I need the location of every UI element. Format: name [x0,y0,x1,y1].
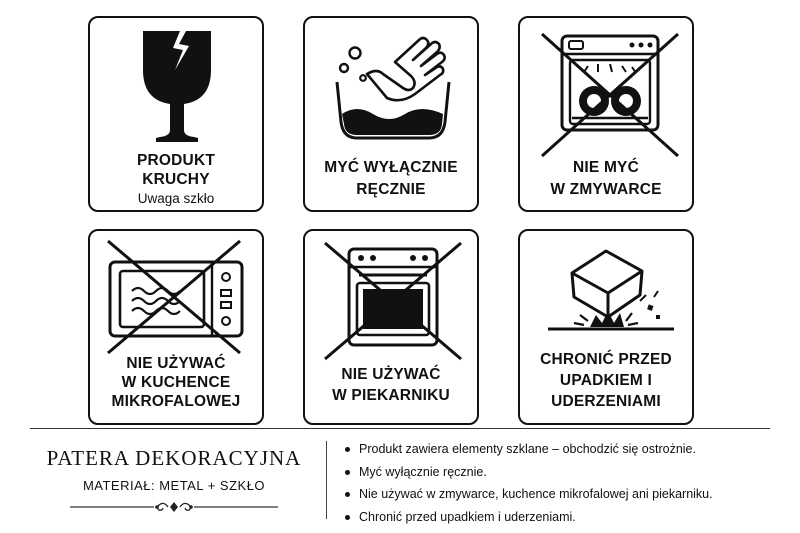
card-no-oven: NIE UŻYWAĆ W PIEKARNIKU [303,229,479,425]
product-title: PATERA DEKORACYJNA [46,446,302,470]
list-item: Nie używać w zmywarce, kuchence mikrofal… [343,486,713,509]
card-label-line1: MYĆ WYŁĄCZNIE [324,159,458,176]
card-fragile: PRODUKT KRUCHY Uwaga szkło [88,16,264,212]
no-microwave-icon [107,239,244,355]
card-no-microwave: NIE UŻYWAĆ W KUCHENCE MIKROFALOWEJ [88,229,264,425]
hand-wash-icon [335,36,451,140]
card-label-line2: W KUCHENCE [121,374,231,391]
card-hand-wash: MYĆ WYŁĄCZNIE RĘCZNIE [303,16,479,212]
card-label-line2: RĘCZNIE [356,181,426,198]
list-item: Myć wyłącznie ręcznie. [343,464,713,487]
card-label-line1: CHRONIĆ PRZED [540,351,672,368]
list-item: Chronić przed upadkiem i uderzeniami. [343,509,713,532]
list-item: Produkt zawiera elementy szklane – obcho… [343,441,713,464]
footer-divider [30,428,770,429]
card-label-line1: NIE UŻYWAĆ [126,355,226,372]
card-sublabel: Uwaga szkło [137,191,215,206]
card-label-line2: KRUCHY [142,171,210,188]
no-oven-icon [324,241,462,361]
card-label-line2: W PIEKARNIKU [332,387,450,404]
no-dishwasher-icon [540,32,680,158]
card-protect-from-impact: CHRONIĆ PRZED UPADKIEM I UDERZENIAMI [518,229,694,425]
care-instructions-list: Produkt zawiera elementy szklane – obcho… [343,441,713,531]
card-label-line3: MIKROFALOWEJ [111,393,241,410]
material-label: MATERIAŁ: METAL + SZKŁO [82,478,266,493]
card-label-line1: NIE MYĆ [573,159,639,176]
card-no-dishwasher: NIE MYĆ W ZMYWARCE [518,16,694,212]
ornament-divider-icon [70,502,278,512]
card-label-line2: W ZMYWARCE [550,181,662,198]
card-label-line1: PRODUKT [136,152,216,169]
card-label-line1: NIE UŻYWAĆ [341,366,441,383]
falling-box-impact-icon [548,249,674,331]
fragile-glass-icon [143,31,211,142]
card-label-line2: UPADKIEM I [559,372,653,389]
card-label-line3: UDERZENIAMI [551,393,661,410]
footer-vertical-divider [326,441,327,519]
